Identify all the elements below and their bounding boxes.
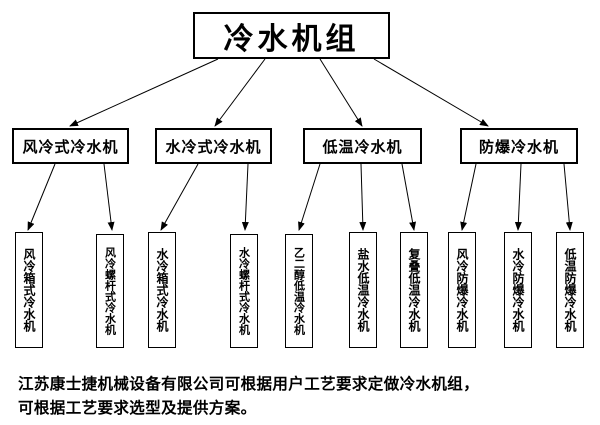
edge-category-to-model-4: [298, 163, 321, 231]
model-node-8: 水冷防爆冷水机: [504, 232, 532, 348]
edge-root-to-category-1: [214, 58, 266, 127]
footer-line-1: 江苏康士捷机械设备有限公司可根据用户工艺要求定做冷水机组，: [18, 374, 480, 393]
category-node-1: 水冷式冷水机: [155, 128, 272, 164]
model-node-label: 风冷防爆冷水机: [455, 248, 469, 332]
edge-category-to-model-2: [160, 163, 199, 231]
model-node-label: 风冷螺杆式冷水机: [103, 247, 117, 335]
model-node-9: 低温防爆冷水机: [556, 232, 584, 348]
category-node-2: 低温冷水机: [303, 128, 422, 164]
edge-category-to-model-1: [103, 163, 115, 231]
category-node-3: 防爆冷水机: [460, 128, 578, 164]
edge-category-to-model-6: [401, 163, 417, 231]
edge-root-to-category-0: [69, 58, 219, 127]
edge-category-to-model-8: [514, 163, 522, 231]
model-node-1: 风冷螺杆式冷水机: [96, 234, 124, 348]
edge-root-to-category-3: [373, 58, 489, 127]
edge-category-to-model-0: [27, 163, 56, 231]
edge-category-to-model-3: [241, 163, 249, 231]
model-node-label: 盐水低温冷水机: [356, 248, 370, 332]
edge-category-to-model-5: [359, 163, 367, 231]
edges-root-to-category: [69, 58, 489, 127]
edge-root-to-category-2: [319, 58, 363, 127]
root-node-chiller-unit: 冷水机组: [193, 12, 390, 59]
edge-category-to-model-9: [563, 163, 573, 231]
footer-line-2: 可根据工艺要求选型及提供方案。: [18, 398, 257, 418]
model-node-2: 水冷箱式冷水机: [148, 232, 176, 348]
edge-category-to-model-7: [460, 163, 477, 231]
model-node-label: 水冷箱式冷水机: [155, 248, 169, 332]
model-node-label: 低温防爆冷水机: [563, 248, 577, 332]
model-node-5: 盐水低温冷水机: [349, 232, 377, 348]
model-node-6: 复叠低温冷水机: [400, 232, 428, 348]
model-node-label: 水冷螺杆式冷水机: [237, 247, 251, 335]
model-node-3: 水冷螺杆式冷水机: [230, 234, 258, 348]
model-node-label: 风冷箱式冷水机: [22, 248, 36, 332]
footer-note: 江苏康士捷机械设备有限公司可根据用户工艺要求定做冷水机组， 可根据工艺要求选型及…: [18, 372, 583, 420]
category-node-0: 风冷式冷水机: [12, 128, 129, 164]
model-node-label: 水冷防爆冷水机: [511, 248, 525, 332]
model-node-label: 复叠低温冷水机: [407, 248, 421, 332]
model-node-0: 风冷箱式冷水机: [15, 232, 43, 348]
model-node-7: 风冷防爆冷水机: [448, 232, 476, 348]
model-node-4: 乙二醇低温冷水机: [285, 234, 313, 348]
model-node-label: 乙二醇低温冷水机: [292, 247, 306, 335]
edges-category-to-model: [27, 163, 573, 231]
